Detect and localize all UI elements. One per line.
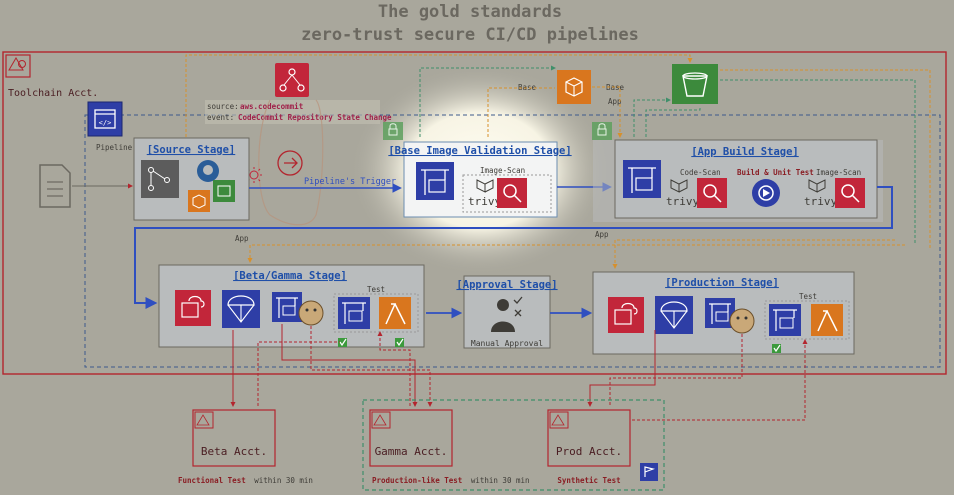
- codebuild-icon: [416, 162, 454, 200]
- beta-test-group: [333, 293, 419, 333]
- title-line-2: zero-trust secure CI/CD pipelines: [301, 25, 639, 45]
- svg-text:</>: </>: [99, 119, 112, 127]
- toolchain-account-boundary: [2, 51, 947, 375]
- inspector-icon-build: [697, 178, 727, 208]
- cloudformation-icon-prod: [608, 297, 644, 333]
- gamma-account-label: Gamma Acct.: [375, 445, 448, 458]
- inspector-icon-build-2: [835, 178, 865, 208]
- beta-test-label: Test: [367, 285, 385, 294]
- artifact-flow-lines: [185, 54, 931, 269]
- lambda-icon: [379, 297, 411, 329]
- source-value: aws.codecommit: [240, 102, 303, 111]
- check-icon-prod: [772, 344, 781, 353]
- eventbridge-icon: [275, 63, 309, 97]
- toolchain-account-label: Toolchain Acct.: [8, 88, 98, 99]
- trivy-icon-build-2: [808, 179, 826, 193]
- title-line-1: The gold standards: [378, 2, 562, 22]
- manual-approval-label: Manual Approval: [471, 339, 543, 348]
- approval-stage-title: [Approval Stage]: [456, 279, 557, 291]
- trivy-icon-build: [670, 179, 688, 193]
- manual-approval-icon: [491, 296, 523, 332]
- inspector-icon: [497, 178, 527, 208]
- prod-account-caption: Synthetic Test: [557, 476, 620, 485]
- toolchain-account-icon: [5, 54, 31, 78]
- trivy-label-build-2: trivy: [804, 195, 837, 208]
- jenkins-icon-prod: [729, 308, 755, 334]
- pipeline-dashed-boundary: [84, 114, 941, 368]
- gamma-caption-main: Production-like Test: [372, 476, 462, 485]
- gear-icon: [752, 179, 780, 207]
- jenkins-icon: [298, 300, 324, 326]
- beta-account-icon: [194, 411, 214, 429]
- gamma-account-icon: [371, 411, 391, 429]
- codebuild-icon-build: [623, 160, 661, 198]
- beta-gamma-stage-title: [Beta/Gamma Stage]: [233, 270, 347, 282]
- check-icon: [338, 338, 347, 347]
- artifact-label-app: App: [608, 97, 622, 106]
- source-event-panel: [205, 100, 380, 124]
- lock-icon-2: [592, 122, 612, 140]
- approval-stage[interactable]: [463, 275, 551, 349]
- prod-account[interactable]: [547, 409, 631, 467]
- codedeploy-icon: [222, 290, 260, 328]
- artifact-repository-icon: [557, 70, 591, 104]
- beta-caption-suffix: within 30 min: [254, 476, 313, 485]
- trivy-label: trivy: [468, 195, 501, 208]
- cloudformation-icon: [175, 290, 211, 326]
- codebuild-icon-prod-test: [769, 304, 801, 336]
- build-unit-test-label: Build & Unit Test: [737, 168, 814, 177]
- lock-icon: [383, 122, 403, 140]
- base-image-scan-label: Image-Scan: [480, 166, 525, 175]
- deployment-lines: [230, 324, 808, 421]
- beta-account-caption: Functional Test within 30 min: [178, 476, 313, 485]
- lambda-icon-prod: [811, 304, 843, 336]
- prod-account-icon: [549, 411, 569, 429]
- gamma-account[interactable]: [369, 409, 453, 467]
- beta-account-label: Beta Acct.: [201, 445, 267, 458]
- codebuild-icon-beta-test: [338, 297, 370, 329]
- event-rule-icon: [277, 150, 303, 176]
- s3-bucket-icon: [672, 64, 718, 104]
- codecommit-green-icon: [213, 180, 235, 202]
- gamma-caption-suffix: within 30 min: [471, 476, 530, 485]
- codebuild-icon-beta: [272, 292, 302, 322]
- check-icon-2: [395, 338, 404, 347]
- source-stage-title: [Source Stage]: [147, 144, 236, 156]
- workload-boundary: [362, 399, 665, 491]
- app-image-scan-label: Image-Scan: [816, 168, 861, 177]
- artifact-label-app-prod: App: [595, 230, 609, 239]
- codedeploy-icon-prod: [655, 296, 693, 334]
- source-key: source:: [207, 102, 239, 111]
- base-image-scan-group: [462, 174, 552, 213]
- gamma-account-caption: Production-like Test within 30 min: [372, 476, 530, 485]
- trivy-icon: [476, 179, 494, 193]
- prod-account-label: Prod Acct.: [556, 445, 622, 458]
- base-image-stage-title: [Base Image Validation Stage]: [388, 145, 571, 157]
- pipeline-trigger-label: Pipeline's Trigger: [304, 177, 396, 187]
- event-value: CodeCommit Repository State Change: [238, 113, 392, 122]
- trivy-label-build: trivy: [666, 195, 699, 208]
- production-stage-title: [Production Stage]: [665, 277, 779, 289]
- github-icon: [197, 160, 219, 182]
- artifact-label-app-beta: App: [235, 234, 249, 243]
- code-scan-label: Code-Scan: [680, 168, 721, 177]
- codecommit-icon: [141, 160, 179, 198]
- trigger-loop: [258, 99, 324, 226]
- document-icon: [39, 164, 71, 208]
- artifact-label-base-2: Base: [606, 83, 625, 92]
- pipeline-label: Pipeline: [96, 143, 133, 152]
- build-to-beta-arrow: [134, 186, 893, 309]
- flag-icon: [640, 463, 658, 481]
- beta-account[interactable]: [192, 409, 276, 467]
- codecommit-orange-icon: [188, 190, 210, 212]
- artifact-label-base: Base: [518, 83, 537, 92]
- beta-caption-main: Functional Test: [178, 476, 246, 485]
- pipeline-icon: </>: [87, 101, 123, 137]
- app-build-stage-title: [App Build Stage]: [691, 146, 798, 158]
- event-key: event:: [207, 113, 234, 122]
- production-test-label: Test: [799, 292, 817, 301]
